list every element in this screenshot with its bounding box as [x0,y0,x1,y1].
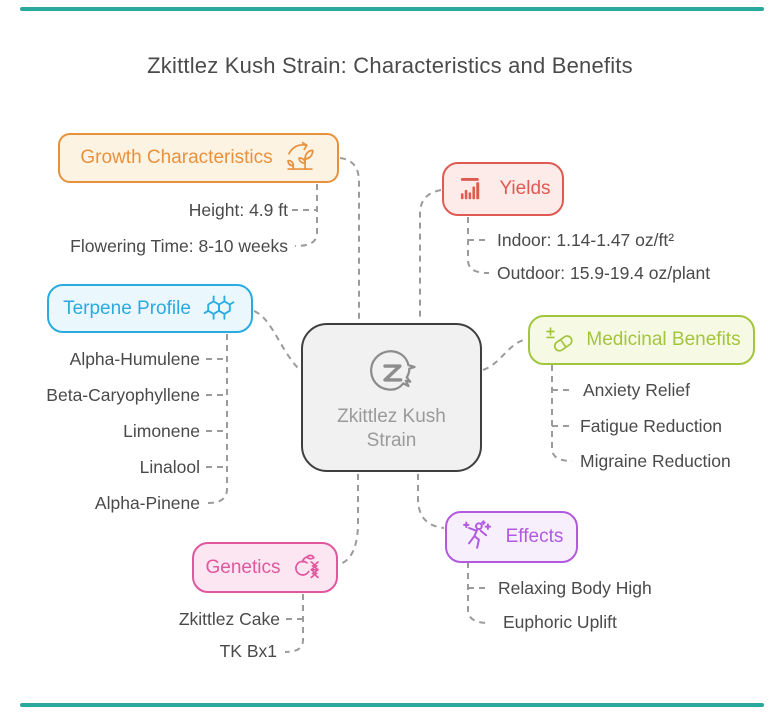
molecule-icon [203,295,235,320]
connector-growth-center [339,157,360,321]
effects-label: Effects [505,526,564,547]
genetics-child-tk-bx1: TK Bx1 [219,641,277,661]
yields-label: Yields [499,178,551,199]
sprout-growth-icon [286,141,314,170]
node-center-strain: Zkittlez Kush Strain [301,323,482,472]
connector-terpene-items [207,334,228,504]
connector-yields-items [467,217,490,274]
terpene-child-limonene: Limonene [123,421,200,441]
diagram-title: Zkittlez Kush Strain: Characteristics an… [147,53,633,78]
medicinal-child-migraine: Migraine Reduction [580,451,731,471]
bottom-accent-bar [20,703,764,707]
node-terpene-profile: Terpene Profile [47,284,253,333]
connector-genetics-items [284,594,304,653]
genetics-child-zkittlez-cake: Zkittlez Cake [178,609,280,629]
dna-apple-icon [295,554,320,578]
connector-genetics-center [339,474,359,565]
terpene-child-humulene: Alpha-Humulene [69,349,200,369]
connector-growth-items [294,184,318,247]
connector-medicinal-items [551,365,573,462]
node-growth-characteristics: Growth Characteristics [58,133,339,183]
node-effects: Effects [445,511,578,563]
flame-z-icon [369,350,416,391]
connector-terpene-center [253,310,301,371]
medicinal-child-fatigue: Fatigue Reduction [580,416,723,436]
medicinal-label: Medicinal Benefits [586,329,741,350]
center-node-label: Zkittlez Kush Strain [337,406,446,451]
node-yields: Yields [442,162,564,216]
yields-child-indoor: Indoor: 1.14-1.47 oz/ft² [497,230,675,250]
connector-medicinal-center [482,338,528,371]
effects-child-relaxing: Relaxing Body High [498,578,652,598]
node-genetics: Genetics [192,542,338,593]
connector-effects-items [467,562,489,624]
genetics-label: Genetics [205,556,281,578]
growth-child-height: Height: 4.9 ft [188,200,288,220]
growth-label: Growth Characteristics [80,147,273,168]
connector-effects-center [417,474,445,529]
growth-child-flowering: Flowering Time: 8-10 weeks [70,236,288,256]
bar-chart-icon [461,177,480,200]
terpene-child-linalool: Linalool [139,457,200,477]
medicinal-child-anxiety: Anxiety Relief [583,380,690,400]
terpene-child-caryophyllene: Beta-Caryophyllene [46,385,200,405]
effects-child-euphoric: Euphoric Uplift [503,612,617,632]
pill-icon [546,327,573,352]
dancing-person-icon [462,520,491,549]
top-accent-bar [20,7,764,11]
yields-child-outdoor: Outdoor: 15.9-19.4 oz/plant [497,263,711,283]
connector-yields-center [419,189,442,321]
node-medicinal-benefits: Medicinal Benefits [528,315,755,365]
terpene-label: Terpene Profile [63,297,191,319]
terpene-child-pinene: Alpha-Pinene [94,493,200,513]
